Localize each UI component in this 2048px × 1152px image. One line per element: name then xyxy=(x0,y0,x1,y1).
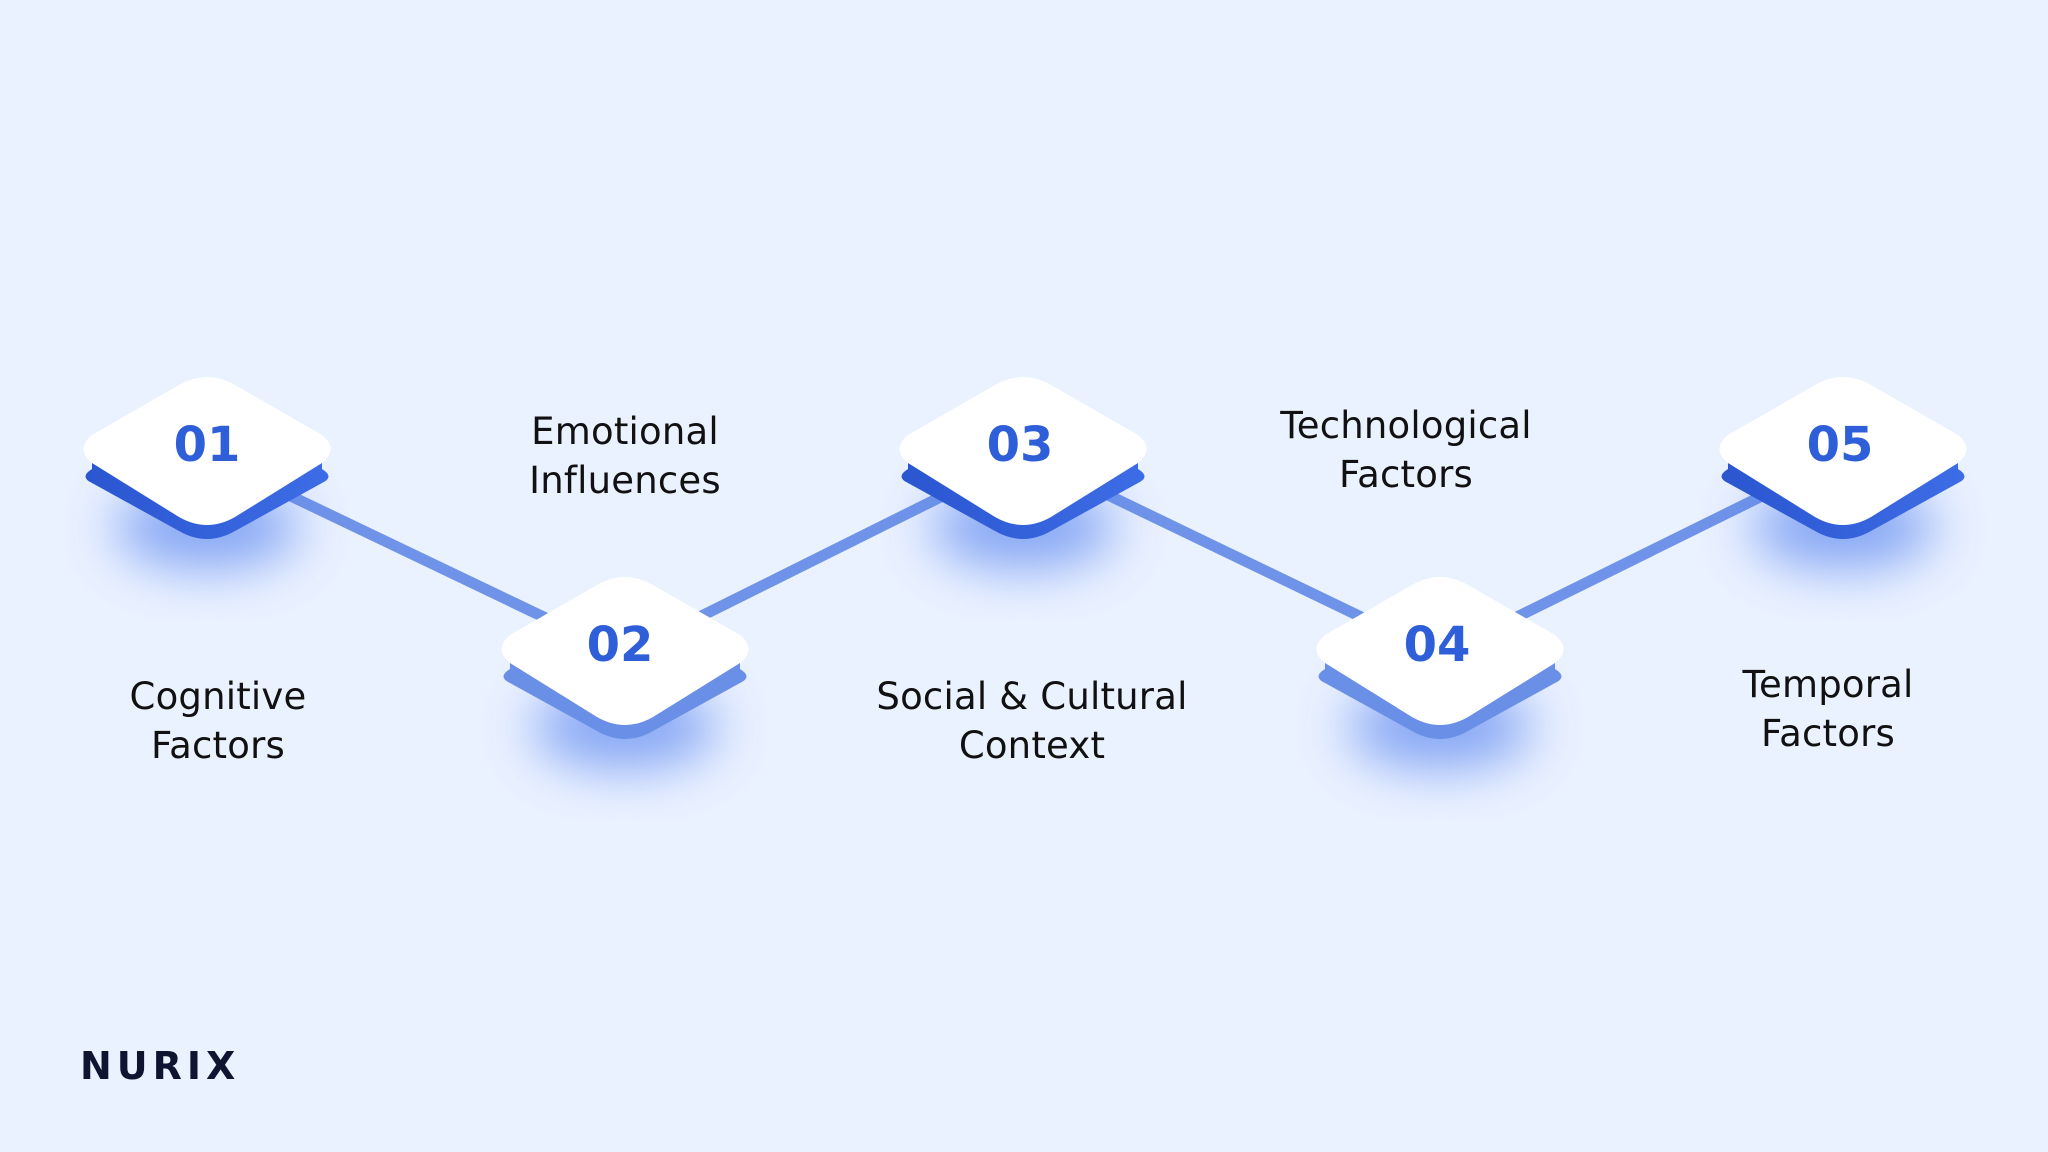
step-number: 05 xyxy=(1807,417,1874,473)
step-label-line: Factors xyxy=(151,724,285,767)
step-number: 04 xyxy=(1404,617,1471,673)
brand-logo: NURIX xyxy=(80,1044,241,1088)
step-label-line: Cognitive xyxy=(129,675,307,718)
step-node-04: 04 xyxy=(1316,577,1564,769)
step-label-04: Technological Factors xyxy=(1226,401,1586,499)
step-label-line: Context xyxy=(958,724,1106,767)
step-label-02: Emotional Influences xyxy=(445,407,805,505)
step-label-03: Social & Cultural Context xyxy=(852,672,1212,770)
step-label-line: Social & Cultural xyxy=(876,675,1188,718)
step-label-01: Cognitive Factors xyxy=(38,672,398,770)
tile-top xyxy=(1719,377,1967,525)
step-node-03: 03 xyxy=(899,377,1147,569)
step-label-line: Emotional xyxy=(531,410,719,453)
tile-top xyxy=(501,577,749,725)
tile-top xyxy=(1316,577,1564,725)
step-number: 02 xyxy=(587,617,654,673)
tile-top xyxy=(83,377,331,525)
step-label-line: Temporal xyxy=(1742,663,1914,706)
step-label-05: Temporal Factors xyxy=(1648,660,2008,758)
step-label-line: Factors xyxy=(1339,453,1473,496)
step-number: 03 xyxy=(987,417,1054,473)
step-node-02: 02 xyxy=(501,577,749,769)
step-label-line: Technological xyxy=(1280,404,1532,447)
step-node-01: 01 xyxy=(83,377,331,569)
tile-top xyxy=(899,377,1147,525)
step-number: 01 xyxy=(174,417,241,473)
step-node-05: 05 xyxy=(1719,377,1967,569)
step-label-line: Influences xyxy=(529,459,721,502)
step-label-line: Factors xyxy=(1761,712,1895,755)
